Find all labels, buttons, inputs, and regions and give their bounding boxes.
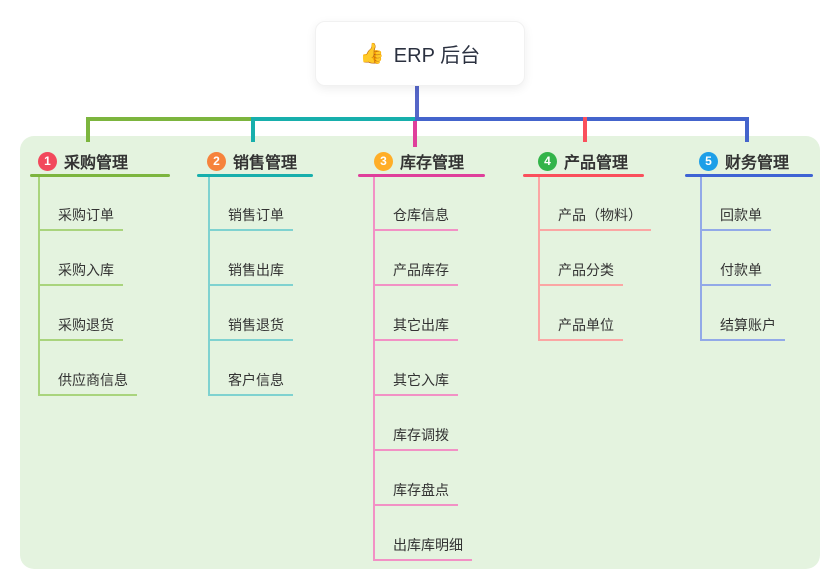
mindmap-node[interactable]: 出库库明细 [373,537,472,561]
connector-drop-branch3 [413,121,417,147]
mindmap-node[interactable]: 产品库存 [373,262,458,286]
connector-bus-blue [415,117,747,121]
branch-number-badge: 5 [699,151,718,171]
branch-number-badge: 4 [538,151,557,171]
mindmap-node[interactable]: 采购入库 [38,262,123,286]
mindmap-node[interactable]: 销售订单 [208,207,293,231]
branches-panel [20,136,820,569]
branch-underline [30,174,170,177]
mindmap-node[interactable]: 供应商信息 [38,372,137,396]
branch-node-inventory[interactable]: 3 库存管理 [374,149,464,173]
branch-child-spine [208,177,210,396]
root-node[interactable]: 👍 ERP 后台 [315,21,525,86]
mindmap-node[interactable]: 产品（物料） [538,207,651,231]
mindmap-node[interactable]: 销售退货 [208,317,293,341]
connector-drop-branch1 [86,117,90,142]
mindmap-node[interactable]: 采购订单 [38,207,123,231]
branch-label: 库存管理 [400,155,465,172]
mindmap-node[interactable]: 销售出库 [208,262,293,286]
branch-node-procurement[interactable]: 1 采购管理 [38,149,128,173]
branch-child-spine [373,177,375,561]
branch-label: 采购管理 [64,155,129,172]
mindmap-node[interactable]: 仓库信息 [373,207,458,231]
root-node-label: ERP 后台 [393,45,481,67]
branch-child-spine [700,177,702,341]
branch-underline [523,174,644,177]
mindmap-node[interactable]: 库存调拨 [373,427,458,451]
connector-drop-branch5 [745,117,749,142]
branch-underline [358,174,485,177]
branch-underline [197,174,313,177]
branch-node-sales[interactable]: 2 销售管理 [207,149,297,173]
branch-number-badge: 2 [207,151,226,171]
mindmap-node[interactable]: 回款单 [700,207,771,231]
branch-label: 财务管理 [725,155,790,172]
branch-node-finance[interactable]: 5 财务管理 [699,149,789,173]
mindmap-node[interactable]: 产品分类 [538,262,623,286]
branch-number-badge: 3 [374,151,393,171]
mindmap-node[interactable]: 结算账户 [700,317,785,341]
branch-label: 销售管理 [233,155,298,172]
branch-underline [685,174,813,177]
mindmap-node[interactable]: 采购退货 [38,317,123,341]
branch-child-spine [538,177,540,341]
mindmap-node[interactable]: 其它出库 [373,317,458,341]
mindmap-node[interactable]: 其它入库 [373,372,458,396]
branch-node-product[interactable]: 4 产品管理 [538,149,628,173]
connector-drop-branch4 [583,117,587,142]
branch-child-spine [38,177,40,396]
mindmap-node[interactable]: 库存盘点 [373,482,458,506]
branch-number-badge: 1 [38,151,57,171]
connector-bus-teal [251,117,417,121]
mindmap-node[interactable]: 付款单 [700,262,771,286]
thumbs-up-icon: 👍 [359,42,385,65]
connector-root-line [415,84,419,121]
connector-bus-green [86,117,253,121]
branch-label: 产品管理 [564,155,629,172]
mindmap-node[interactable]: 产品单位 [538,317,623,341]
mindmap-node[interactable]: 客户信息 [208,372,293,396]
connector-drop-branch2 [251,117,255,142]
